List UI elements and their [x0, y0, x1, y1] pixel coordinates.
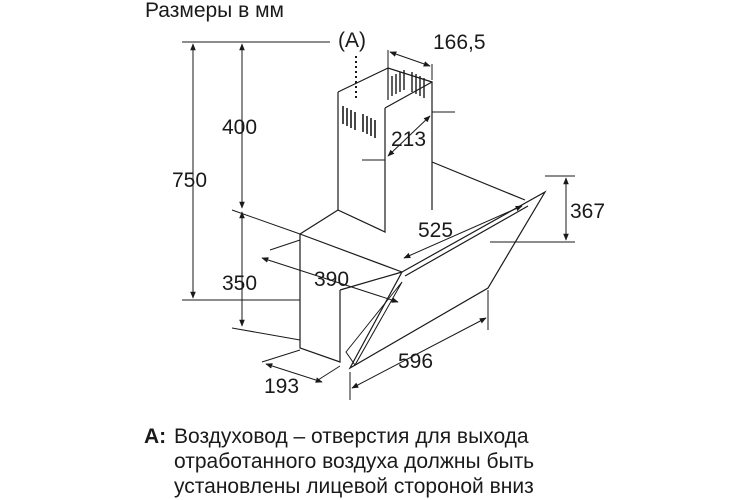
- chimney-top: [337, 67, 433, 93]
- dim-chimney-depth: 213: [391, 128, 426, 151]
- dim-body-depth: 193: [264, 375, 299, 398]
- dim-top-width: 525: [418, 219, 453, 242]
- dim-panel-width: 596: [398, 350, 433, 373]
- dim-total-height: 750: [172, 169, 207, 192]
- note-line-3: установлены лицевой стороной вниз: [174, 475, 534, 498]
- diagram-title: Размеры в мм: [145, 0, 284, 22]
- callout-label-a: (A): [338, 29, 366, 52]
- body-top: [299, 209, 339, 235]
- dimension-lines: [182, 41, 575, 400]
- dim-body-height: 350: [222, 272, 257, 295]
- chimney-vent-slots: [342, 106, 376, 138]
- hood-outline: [299, 67, 547, 370]
- note-line-2: отработанного воздуха должны быть: [174, 450, 535, 473]
- body-front: [299, 234, 341, 363]
- dim-hood-depth: 367: [570, 200, 605, 223]
- chimney-front: [337, 92, 386, 233]
- note-line-1: Воздуховод – отверстия для выхода: [174, 425, 529, 448]
- chimney-side-slots: [391, 70, 425, 98]
- dim-chimney-height: 400: [222, 116, 257, 139]
- dim-body-width: 390: [314, 268, 349, 291]
- dim-chimney-width: 166,5: [433, 31, 486, 54]
- note-label: A:: [144, 425, 167, 448]
- note-text: Воздуховод – отверстия для выхода отрабо…: [174, 424, 534, 499]
